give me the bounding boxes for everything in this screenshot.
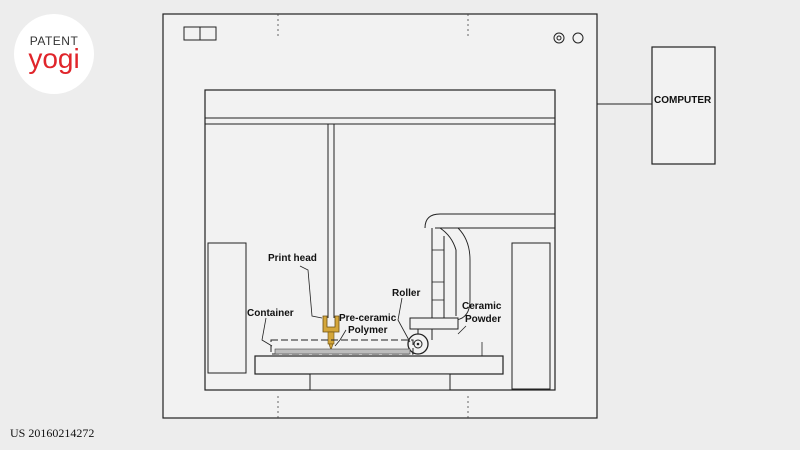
roller-label: Roller — [392, 288, 420, 299]
pre-ceramic-label-line1: Pre-ceramic — [339, 313, 397, 324]
pre-ceramic-label-line2: Polymer — [348, 325, 388, 336]
roller-leader — [397, 297, 411, 343]
ceramic-powder-layer — [274, 348, 411, 355]
logo-text-top: PATENT — [29, 34, 79, 48]
control-knob-icon — [553, 32, 565, 44]
ceramic-label-line1: Ceramic — [462, 301, 502, 312]
ceramic-powder-leader — [457, 325, 467, 335]
computer-box — [651, 46, 716, 165]
print-head-nozzle — [327, 331, 335, 345]
logo-text-bottom: yogi — [28, 43, 80, 74]
roller-hub-icon — [413, 339, 423, 349]
right-side-column — [511, 242, 551, 390]
control-knob-inner-icon — [556, 35, 562, 41]
platform-base — [309, 373, 451, 391]
roller-housing — [409, 317, 459, 330]
power-button-icon — [572, 32, 584, 44]
patent-yogi-logo: PATENT yogi — [14, 14, 94, 94]
build-platform — [254, 355, 504, 375]
left-side-column — [207, 242, 247, 374]
computer-label: COMPUTER — [654, 95, 712, 106]
roller-axle-icon — [416, 342, 420, 346]
print-head-label: Print head — [268, 253, 317, 264]
build-chamber — [204, 89, 556, 391]
roller-arm — [424, 213, 555, 229]
pre-ceramic-leader — [334, 329, 347, 347]
container-leader — [261, 317, 273, 347]
feed-tube-outer — [455, 227, 471, 321]
print-head-leader — [299, 265, 323, 319]
print-nozzle-tip — [328, 343, 334, 351]
patent-number: US 20160214272 — [10, 426, 95, 440]
container-label: Container — [247, 308, 294, 319]
ceramic-label-line2: Powder — [465, 314, 501, 325]
